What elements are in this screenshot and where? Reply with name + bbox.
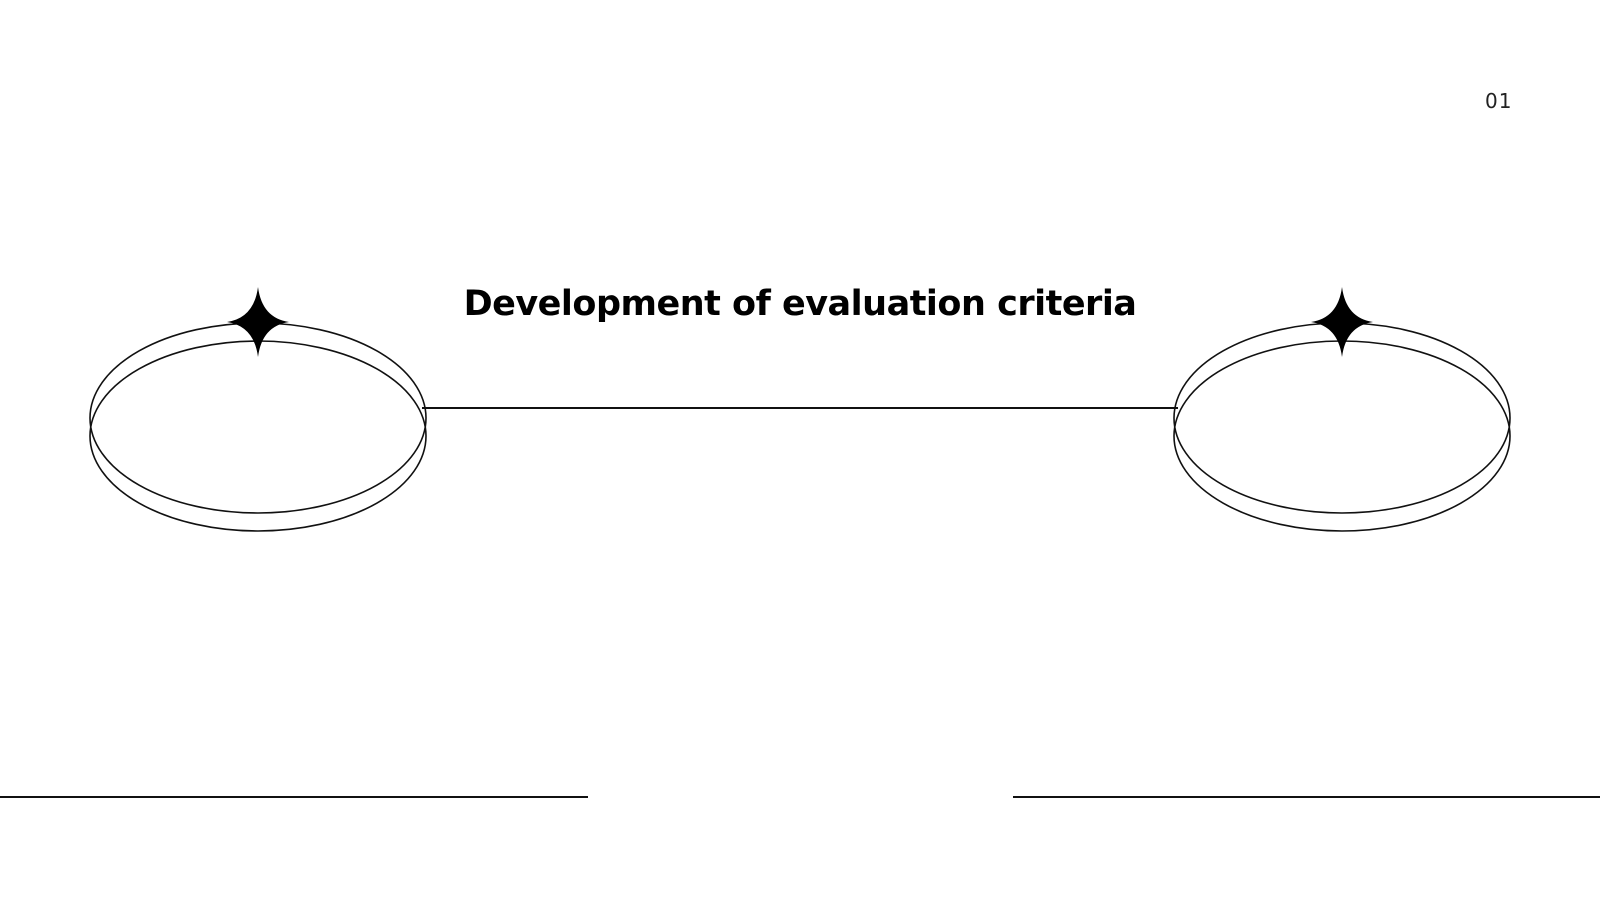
page-number: 01 <box>1485 89 1513 113</box>
right-sparkle-icon <box>1311 287 1373 357</box>
left-sparkle-icon <box>227 287 289 357</box>
slide-title: Development of evaluation criteria <box>463 284 1137 324</box>
